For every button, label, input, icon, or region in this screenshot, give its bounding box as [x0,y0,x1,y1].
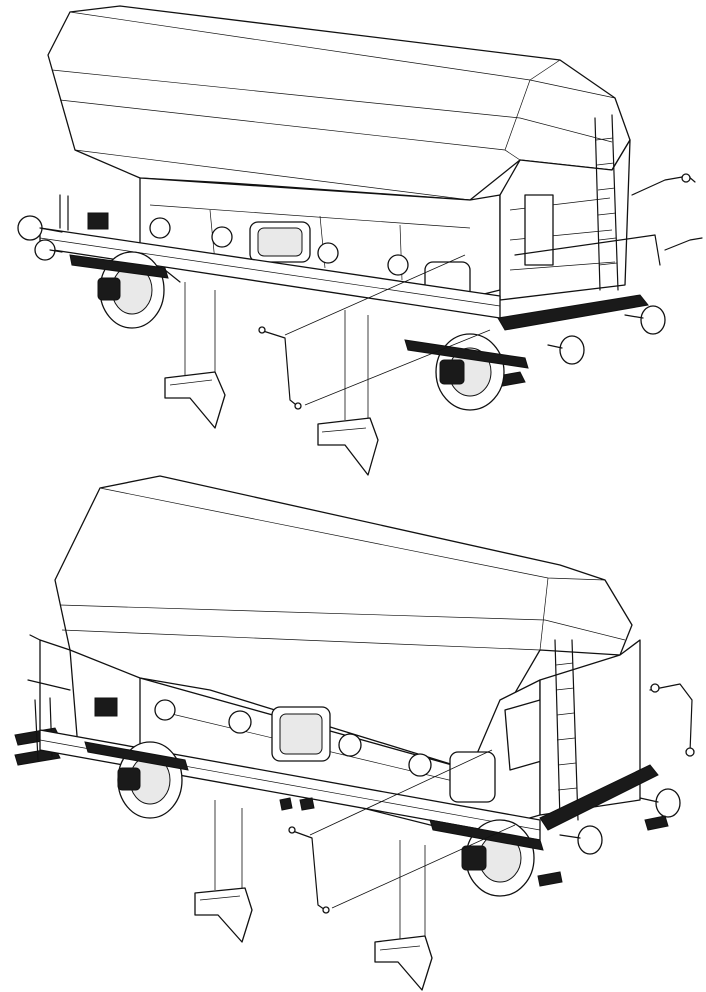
wagon-lower-brake-hose [649,683,695,757]
wagon-upper-wheelset-right [404,333,529,411]
wagon-lower-end-left [14,634,79,766]
wagon-lower-wheelset-right [429,819,544,897]
wagon-lower-chute-right [374,840,433,991]
wagon-upper-buffer-left [17,215,63,261]
wagon-upper-chute-left [164,282,226,429]
wagon-lower-buffer-right [559,788,681,855]
wagon-upper-buffer-right [547,305,666,365]
wagon-lower-chute-left [194,800,253,943]
wagon-lower-brake-rod [279,749,516,914]
wagon-upper [17,5,703,476]
wagon-lower-end-platform [537,639,659,887]
wagon-lower-wheelset-left [84,741,189,819]
wagon-upper-brake-hose [631,173,703,251]
wagon-lower [14,475,695,991]
wagon-upper-chute-right [317,310,379,476]
wagon-upper-wheelset-left [69,251,181,329]
wagon-upper-brake-rod [258,254,491,410]
